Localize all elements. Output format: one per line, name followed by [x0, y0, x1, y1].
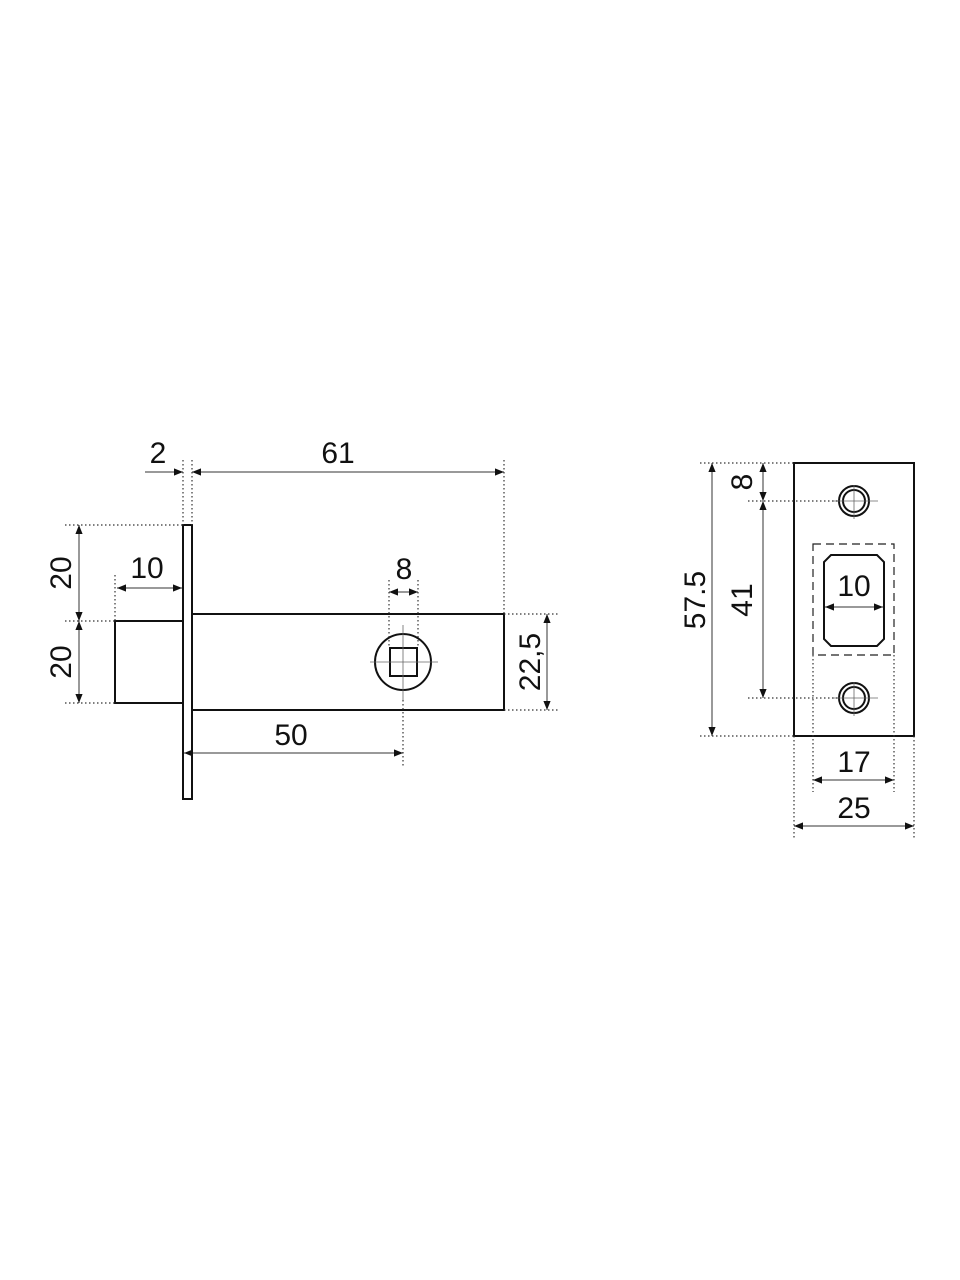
strike-plate-view: 57.5 8 41 10 17 25 [679, 462, 915, 838]
dim-body-length: 61 [321, 437, 354, 470]
dim-slot-width: 10 [837, 570, 870, 603]
strike-plate [793, 462, 915, 737]
dim-body-height: 22,5 [514, 633, 547, 691]
faceplate [182, 524, 193, 800]
dim-total-height: 57.5 [679, 571, 712, 629]
dim-faceplate-thickness: 2 [150, 437, 167, 470]
dim-hole-spacing: 41 [726, 583, 759, 616]
dim-recess-width: 17 [837, 746, 870, 779]
latch-side-view: 2 61 20 20 10 8 22,5 50 [45, 437, 560, 800]
dim-backset: 50 [274, 719, 307, 752]
dim-hole-offset: 8 [726, 474, 759, 491]
dim-upper-height: 20 [45, 556, 78, 589]
dim-bolt-projection: 10 [130, 552, 163, 585]
dim-lower-height: 20 [45, 645, 78, 678]
recess-outline [812, 543, 895, 656]
latch-bolt [114, 620, 184, 704]
latch-body [191, 613, 505, 711]
dim-plate-width: 25 [837, 792, 870, 825]
bolt-slot [823, 554, 885, 647]
dim-spindle-square: 8 [396, 553, 413, 586]
